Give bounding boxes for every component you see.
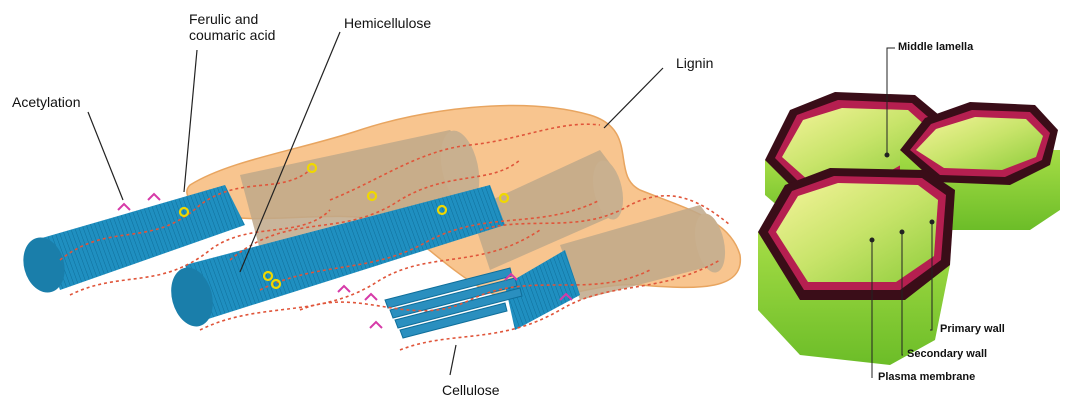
label-hemicellulose: Hemicellulose	[344, 15, 431, 31]
label-cellulose: Cellulose	[442, 382, 500, 398]
plant-cell-front	[758, 168, 955, 365]
label-plasma-membrane: Plasma membrane	[878, 371, 975, 383]
label-acetylation: Acetylation	[12, 94, 80, 110]
label-middle-lamella: Middle lamella	[898, 41, 973, 53]
cellulose-fibril-bundle	[385, 268, 522, 338]
label-lignin: Lignin	[676, 55, 713, 71]
label-primary-wall: Primary wall	[940, 323, 1005, 335]
label-ferulic-coumaric-acid: Ferulic and coumaric acid	[189, 11, 275, 43]
label-secondary-wall: Secondary wall	[907, 348, 987, 360]
